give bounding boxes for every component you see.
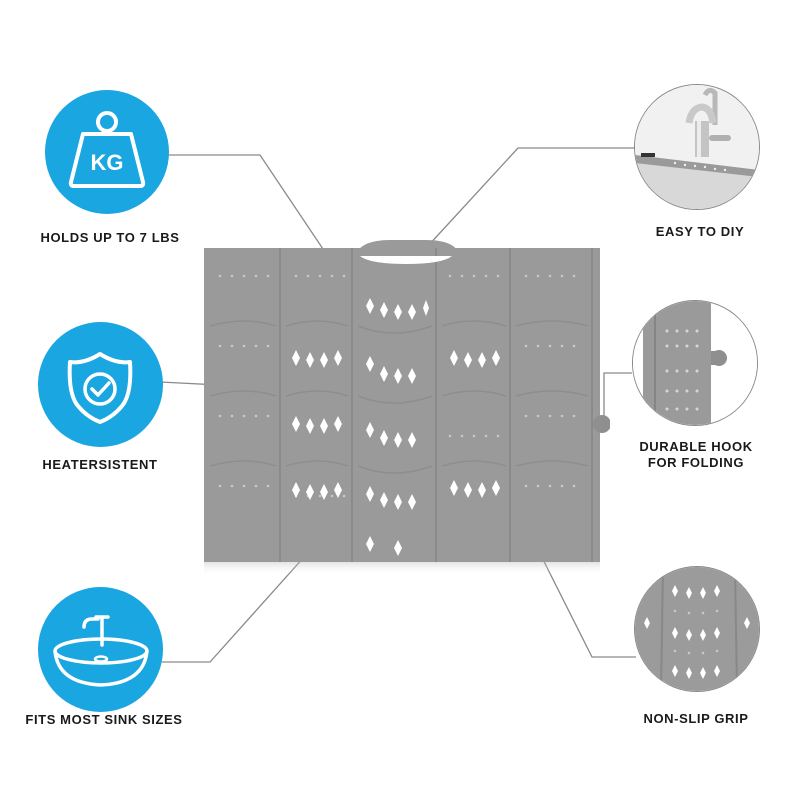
label-durable-hook-line1: DURABLE HOOK bbox=[639, 439, 753, 454]
leader-weight bbox=[165, 154, 328, 256]
hook-illustration bbox=[633, 301, 757, 425]
sink-basin-icon bbox=[53, 615, 149, 687]
weight-kg-icon: KG bbox=[68, 111, 146, 188]
label-heat-resistant: HEATERSISTENT bbox=[42, 457, 158, 472]
faucet-illustration bbox=[635, 85, 759, 209]
grip-detail-image bbox=[634, 566, 760, 692]
label-fits-sinks: FITS MOST SINK SIZES bbox=[25, 712, 183, 727]
label-durable-hook-line2: FOR FOLDING bbox=[647, 455, 745, 470]
label-durable-hook: DURABLE HOOK FOR FOLDING bbox=[606, 439, 786, 471]
label-holds-weight: HOLDS UP TO 7 LBS bbox=[40, 230, 180, 245]
label-non-slip: NON-SLIP GRIP bbox=[643, 711, 749, 726]
grip-texture-illustration bbox=[635, 567, 759, 691]
shield-check-icon bbox=[67, 352, 133, 424]
leader-sink bbox=[162, 536, 323, 663]
faucet-detail-image bbox=[634, 84, 760, 210]
sink-mat-product bbox=[204, 240, 610, 576]
leader-diy bbox=[426, 147, 636, 248]
heat-circle bbox=[38, 322, 163, 447]
label-easy-diy: EASY TO DIY bbox=[655, 224, 745, 239]
hook-detail-image bbox=[632, 300, 758, 426]
weight-circle: KG bbox=[45, 90, 169, 214]
sink-circle bbox=[38, 587, 163, 712]
svg-text:KG: KG bbox=[91, 150, 124, 175]
leader-hook bbox=[603, 372, 632, 424]
